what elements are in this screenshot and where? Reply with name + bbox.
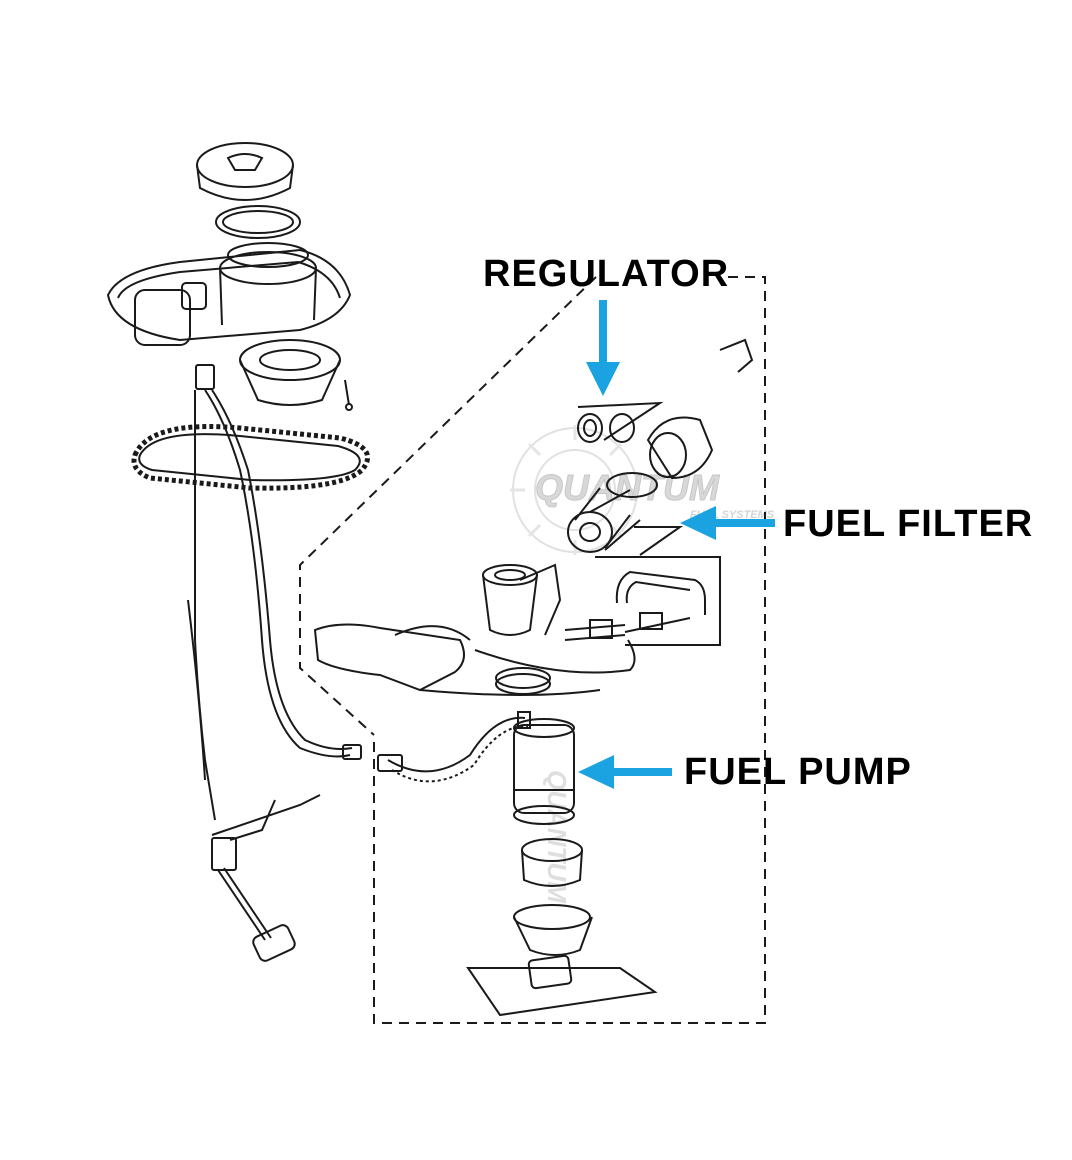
fuel-pump-label: FUEL PUMP: [684, 751, 912, 793]
gear-logo-icon: [510, 425, 640, 555]
fuel-filter-arrow: [680, 506, 775, 540]
watermark-pump-brand: QUANTUM: [542, 770, 572, 904]
pump-harness: [377, 716, 529, 783]
level-sender-float-arm: [211, 794, 321, 962]
tank-lid-assembly: [106, 142, 353, 411]
regulator-label: REGULATOR: [483, 253, 730, 295]
fuel-pump-body: [513, 711, 575, 825]
fuel-pump-arrow: [578, 755, 672, 789]
fuel-filter-label: FUEL FILTER: [783, 503, 1034, 545]
exploded-view-boundary: [299, 276, 766, 1024]
sender-wiring: [187, 389, 362, 821]
lower-strainer-group: [466, 838, 658, 1017]
tank-gasket: [131, 424, 370, 491]
regulator-filter-group: [567, 338, 754, 556]
pump-bracket-assembly: [313, 556, 721, 696]
regulator-arrow: [586, 300, 620, 396]
